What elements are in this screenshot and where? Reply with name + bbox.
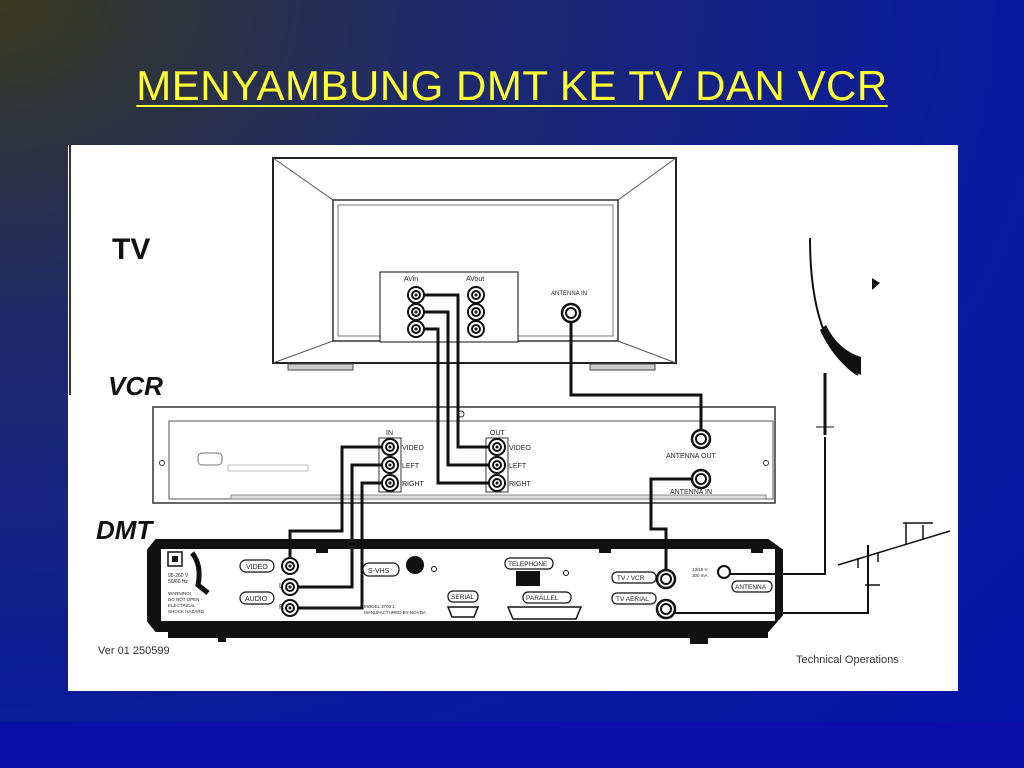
cables [288,293,869,614]
yagi-antenna [837,522,951,586]
dmt-antenna-label: ANTENNA [735,584,767,591]
bottom-band [0,722,1024,768]
dmt-model-2: MANUFACTURED BY NOVDA [364,610,426,615]
vcr-out-video-label: VIDEO [509,445,531,452]
dmt-parallel-label: PARALLEL [526,595,559,602]
dmt-tv-aerial-label: TV AERIAL [616,596,649,603]
vcr-unit [152,406,776,504]
dmt-power-rating: 95-260 V [168,573,189,579]
dmt-l-label: L [279,583,283,590]
dmt-warning-2: DO NOT OPEN - [168,597,203,602]
dmt-tv-vcr-label: TV / VCR [617,575,645,582]
tv-label: TV [112,233,151,266]
dmt-lnb-voltage: 13/18 V [692,567,708,572]
vcr-label: VCR [108,371,163,401]
dmt-lnb-current: 300 mA [692,573,708,578]
dmt-power-freq: 50/60 Hz [168,579,189,585]
dmt-model-1: MODEL 3700 1 [364,604,395,609]
dmt-svhs-label: S-VHS [368,568,390,575]
dmt-warning-1: WARNING! [168,591,191,596]
dmt-label: DMT [96,515,153,545]
vcr-antenna-out-label: ANTENNA OUT [666,453,717,460]
vcr-out-left-label: LEFT [509,463,527,470]
dmt-warning-3: ELECTRICAL [168,603,196,608]
vcr-out-label: OUT [490,430,506,437]
dmt-unit [147,539,783,644]
vcr-in-right-label: RIGHT [402,481,425,488]
vcr-in-label: IN [386,430,393,437]
dmt-video-label: VIDEO [246,564,268,571]
slide-title: MENYAMBUNG DMT KE TV DAN VCR [136,62,888,109]
diagram-svg: AVin AVout ANTENNA IN IN OUT VIDEO LEFT … [69,145,951,644]
connection-diagram: TV VCR DMT [68,145,958,691]
tv-avin-label: AVin [404,276,418,283]
vcr-in-left-label: LEFT [402,463,420,470]
dmt-audio-label: AUDIO [245,596,268,603]
tv-unit [272,157,677,371]
version-footer: Ver 01 250599 [98,645,170,657]
dmt-r-label: R [279,604,284,611]
tv-antenna-in-label: ANTENNA IN [551,291,587,297]
satellite-dish [809,237,880,435]
tv-avout-label: AVout [466,276,484,283]
vcr-out-right-label: RIGHT [509,481,532,488]
vcr-in-video-label: VIDEO [402,445,424,452]
dmt-warning-4: SHOCK HAZARD [168,609,205,614]
dmt-telephone-label: TELEPHONE [508,561,548,568]
dmt-serial-label: SERIAL [451,594,475,601]
department-footer: Technical Operations [796,654,899,666]
vcr-antenna-in-label: ANTENNA IN [670,489,712,496]
